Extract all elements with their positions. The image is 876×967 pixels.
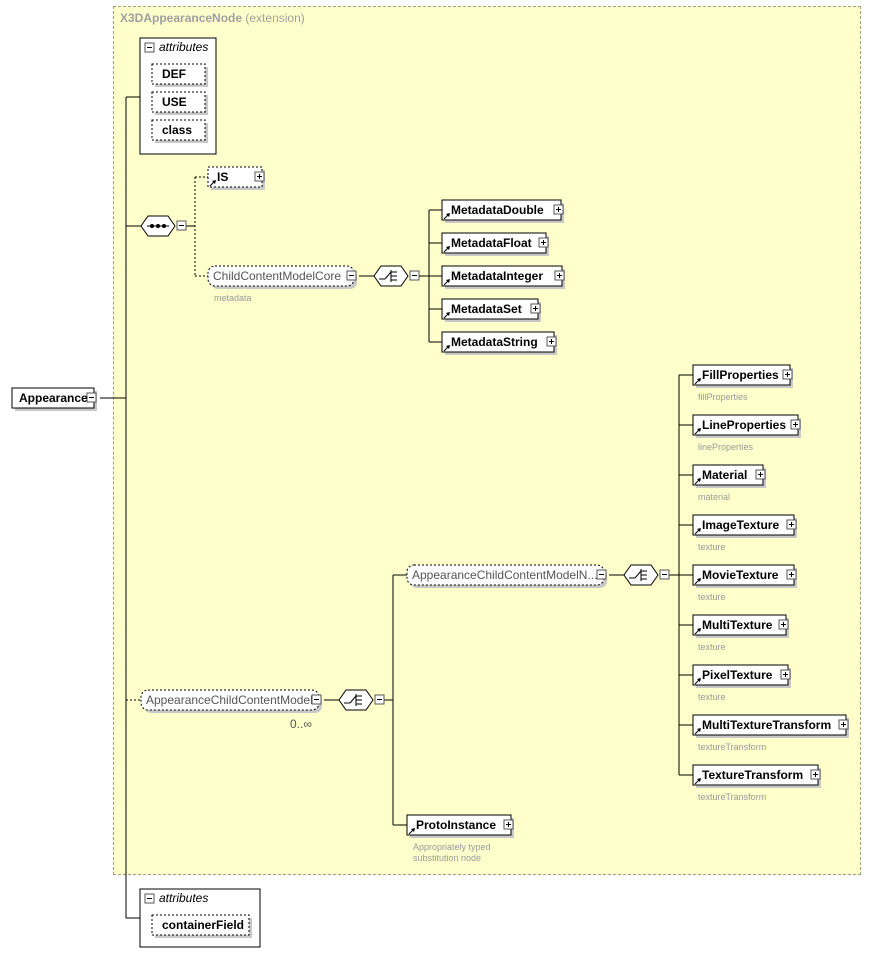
attributes-bottom-attr-0-label[interactable]: containerField xyxy=(162,918,245,932)
attributes-top-attr-2-label[interactable]: class xyxy=(162,123,193,137)
connector-lines xyxy=(100,96,693,919)
child-content-core-label[interactable]: ChildContentModelCore xyxy=(213,269,342,283)
extension-title: X3DAppearanceNode (extension) xyxy=(120,11,305,25)
appearance-child-content-model-label[interactable]: AppearanceChildContentModel xyxy=(146,693,313,707)
attributes-top-attr-2-box xyxy=(151,119,206,141)
sequence-compositor-seq-dot-2 xyxy=(162,224,166,228)
appearance-element-5-sublabel: texture xyxy=(698,642,726,652)
appearance-element-6-sublabel: texture xyxy=(698,692,726,702)
appearance-element-6-ref-arrow-head xyxy=(697,678,701,682)
appearance-element-0-label[interactable]: FillProperties xyxy=(702,368,779,382)
attributes-top-attr-1-box xyxy=(151,91,206,113)
appearance-root-label[interactable]: Appearance xyxy=(19,391,88,405)
appearance-element-1-label[interactable]: LineProperties xyxy=(702,418,787,432)
metadata-element-4-label[interactable]: MetadataString xyxy=(451,335,538,349)
appearance-child-cardinality: 0..∞ xyxy=(290,717,312,731)
attributes-top-attr-1-label[interactable]: USE xyxy=(162,95,187,109)
is-node-ref-arrow-head xyxy=(212,180,216,184)
proto-instance-ref-arrow-head xyxy=(411,828,415,832)
attributes-bottom-attr-0-box xyxy=(151,914,250,936)
attributes-top-attr-0-box xyxy=(151,63,206,85)
proto-instance-sublabel-2: substitution node xyxy=(413,853,482,863)
is-node-label[interactable]: IS xyxy=(217,170,229,184)
appearance-element-4-sublabel: texture xyxy=(698,592,726,602)
appearance-element-0-sublabel: fillProperties xyxy=(698,392,748,402)
appearance-element-7-sublabel: textureTransform xyxy=(698,742,767,752)
metadata-element-0-ref-arrow-head xyxy=(446,213,450,217)
appearance-element-6-label[interactable]: PixelTexture xyxy=(702,668,773,682)
appearance-element-8-sublabel: textureTransform xyxy=(698,792,767,802)
node-shapes xyxy=(11,37,849,948)
appearance-element-2-label[interactable]: Material xyxy=(702,468,748,482)
appearance-child-no-label[interactable]: AppearanceChildContentModelN... xyxy=(412,568,598,582)
metadata-element-4-ref-arrow-head xyxy=(446,345,450,349)
appearance-element-2-sublabel: material xyxy=(698,492,731,502)
metadata-element-2-label[interactable]: MetadataInteger xyxy=(451,269,544,283)
choice-metadata-ch-b xyxy=(384,271,392,280)
metadata-element-2-ref-arrow-head xyxy=(446,279,450,283)
appearance-element-7-label[interactable]: MultiTextureTransform xyxy=(702,718,832,732)
appearance-element-2-ref-arrow-head xyxy=(697,478,701,482)
sequence-compositor-seq-dot-1 xyxy=(156,224,160,228)
choice-appearance-ch-b xyxy=(349,695,357,704)
appearance-element-3-label[interactable]: ImageTexture xyxy=(702,518,780,532)
appearance-element-4-label[interactable]: MovieTexture xyxy=(702,568,779,582)
extension-suffix: (extension) xyxy=(245,11,305,25)
appearance-element-5-ref-arrow-head xyxy=(697,628,701,632)
metadata-element-1-ref-arrow-head xyxy=(446,246,450,250)
appearance-element-1-sublabel: lineProperties xyxy=(698,442,754,452)
proto-instance-label[interactable]: ProtoInstance xyxy=(416,818,497,832)
appearance-element-0-ref-arrow-head xyxy=(697,378,701,382)
choice-appearance-nodes-ch-b xyxy=(634,570,642,579)
appearance-element-8-label[interactable]: TextureTransform xyxy=(702,768,804,782)
metadata-element-3-label[interactable]: MetadataSet xyxy=(451,302,522,316)
attributes-top-attr-0-label[interactable]: DEF xyxy=(162,67,186,81)
metadata-element-0-label[interactable]: MetadataDouble xyxy=(451,203,544,217)
appearance-element-1-ref-arrow-head xyxy=(697,428,701,432)
child-content-core-sublabel: metadata xyxy=(214,293,252,303)
appearance-element-3-sublabel: texture xyxy=(698,542,726,552)
metadata-element-3-ref-arrow-head xyxy=(446,312,450,316)
proto-instance-sublabel-1: Appropriately typed xyxy=(413,842,491,852)
appearance-element-5-label[interactable]: MultiTexture xyxy=(702,618,773,632)
appearance-element-4-ref-arrow-head xyxy=(697,578,701,582)
appearance-element-8-ref-arrow-head xyxy=(697,778,701,782)
appearance-element-7-ref-arrow-head xyxy=(697,728,701,732)
appearance-element-3-ref-arrow-head xyxy=(697,528,701,532)
attributes-top-title: attributes xyxy=(159,40,209,54)
extension-name: X3DAppearanceNode xyxy=(120,11,243,25)
sequence-compositor-seq-dot-0 xyxy=(150,224,154,228)
attributes-bottom-title: attributes xyxy=(159,891,209,905)
metadata-element-1-label[interactable]: MetadataFloat xyxy=(451,236,532,250)
